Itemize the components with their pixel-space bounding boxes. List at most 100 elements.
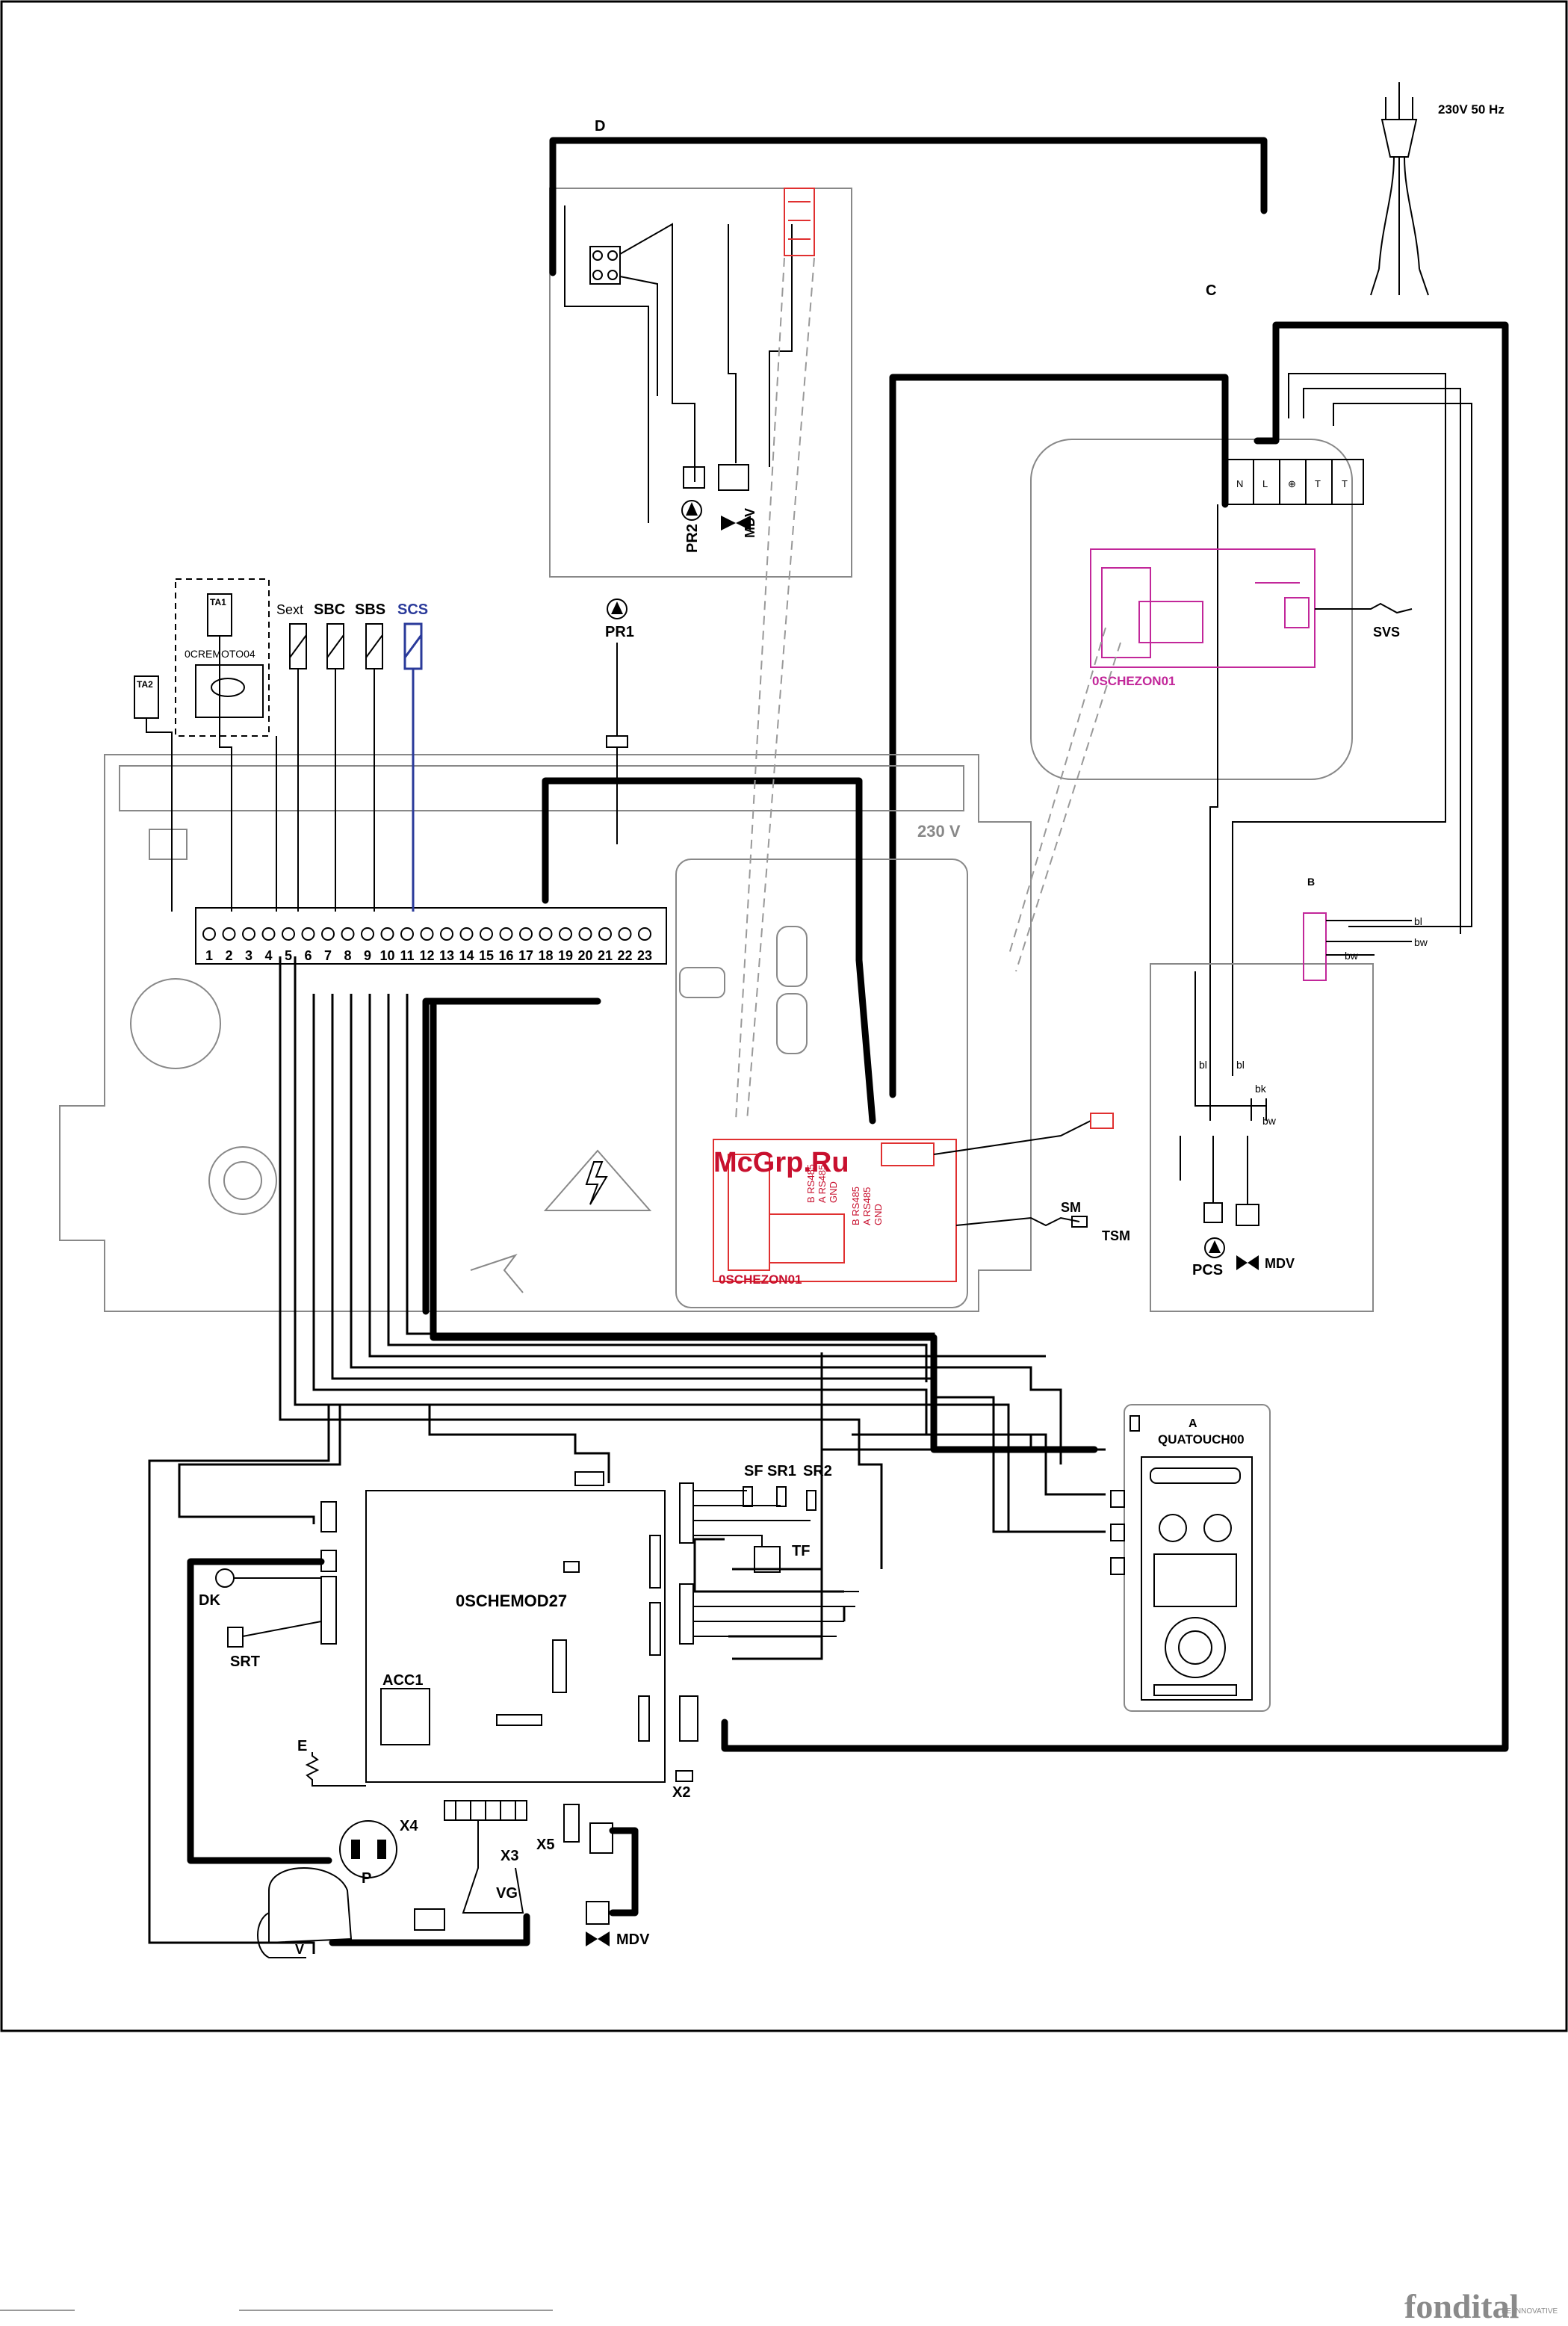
touch-panel-frame [1124,1404,1271,1712]
wire-label-bw-b: bw [1414,936,1428,948]
label-d: D [595,118,605,134]
terminal-block-n: N [1236,478,1243,489]
power-supply-label: 230V 50 Hz [1438,102,1505,117]
terminal-screw [559,927,572,941]
terminal-number: 17 [518,948,533,963]
cable-bundles [148,956,1106,1954]
label-ta2: TA2 [137,679,153,690]
label-pcs: PCS [1192,1262,1223,1278]
pump-pr1-icon [607,598,627,619]
pump-pcs-icon [1204,1237,1225,1258]
terminal-block-earth: ⊕ [1288,478,1296,489]
label-pr2: PR2 [684,524,701,553]
terminal-number: 10 [379,948,394,963]
wire-label-bw-c: bw [1262,1115,1277,1127]
pump-p [339,1820,397,1878]
main-board-connectors [320,1471,661,1745]
terminal-number: 12 [419,948,434,963]
srt-sensor [227,1627,244,1648]
zone-enclosure [1030,439,1353,780]
terminal-number: 7 [324,948,332,963]
watermark: McGrp.Ru [713,1147,849,1178]
wire-label-bl-1: bl [1199,1059,1207,1071]
gas-valve-vg [329,1800,530,1946]
terminal-screw [202,927,216,941]
label-sbc: SBC [314,601,345,618]
brand-tagline: BE INNOVATIVE [1502,2307,1558,2316]
terminal-number: 23 [637,948,652,963]
terminal-number: 4 [264,948,272,963]
label-tsm: TSM [1102,1228,1130,1243]
label-sr1: SR1 [767,1463,796,1479]
terminal-block-l: L [1262,478,1268,489]
main-board [365,1490,666,1783]
terminal-screw [578,927,592,941]
terminal-screw [321,927,335,941]
terminal-number: 6 [304,948,312,963]
label-b: B [1307,876,1315,888]
label-p: P [362,1870,371,1887]
label-mdv-top: MDV [743,508,757,538]
label-srt: SRT [230,1654,260,1670]
terminal-number: 3 [245,948,252,963]
label-svs: SVS [1373,625,1400,640]
touch-panel-details [1110,1415,1241,1696]
label-dk: DK [199,1592,220,1609]
label-x3: X3 [501,1848,518,1864]
terminal-number: 20 [577,948,592,963]
module-d [549,137,1268,578]
terminal-screw [341,927,355,941]
rs485-label-6: GND [873,1204,884,1225]
rs485-label-1: B RS485 [805,1164,816,1203]
label-zone-board-upper: 0SCHEZON01 [1092,674,1175,688]
terminal-screw [400,927,414,941]
dk-sensor-icon [215,1568,321,1588]
fan-v [257,1867,353,1958]
diagram-frame [0,0,1568,2032]
sensor-probes [146,622,423,912]
terminal-number: 8 [344,948,351,963]
wire-label-bl-b: bl [1414,915,1422,927]
terminal-number: 14 [459,948,474,963]
terminal-screw [519,927,533,941]
brand-logo: fondital [1404,2287,1519,2325]
terminal-screw [222,927,236,941]
label-acc1: ACC1 [382,1672,423,1689]
terminal-number: 21 [598,948,613,963]
terminal-screw [638,927,651,941]
terminal-number: 1 [205,948,213,963]
label-e: E [297,1738,307,1754]
terminal-screw [618,927,632,941]
label-mdv-b: MDV [1265,1256,1295,1271]
terminal-number: 13 [439,948,454,963]
terminal-number: 19 [558,948,573,963]
sensor-sf-sr-group [675,1482,859,1782]
terminal-screw [459,927,474,941]
touch-panel-screen [1141,1456,1253,1701]
power-plug [1370,82,1429,296]
label-v: V [295,1942,304,1957]
terminal-block-t2: T [1342,478,1348,489]
terminal-screw [440,927,453,941]
label-sf: SF [744,1463,763,1479]
terminal-number: 11 [400,948,414,963]
terminal-number: 16 [498,948,513,963]
wire-label-bk: bk [1255,1083,1267,1095]
label-x5: X5 [536,1837,554,1853]
label-sbs: SBS [355,601,385,618]
boiler-casing [59,754,1032,1312]
label-x2: X2 [672,1784,690,1801]
label-scs: SCS [397,601,428,618]
terminal-screw [480,927,493,941]
label-vg: VG [496,1885,518,1902]
label-tf: TF [792,1543,810,1559]
label-c: C [1206,282,1216,299]
valve-mdv-bottom [563,1804,639,1946]
rs485-label-3: GND [828,1181,839,1203]
label-a: A [1189,1417,1197,1430]
terminal-number: 15 [479,948,494,963]
label-sext: Sext [276,602,303,617]
terminal-screw [242,927,255,941]
valve-mdv-top-icon [721,516,751,531]
